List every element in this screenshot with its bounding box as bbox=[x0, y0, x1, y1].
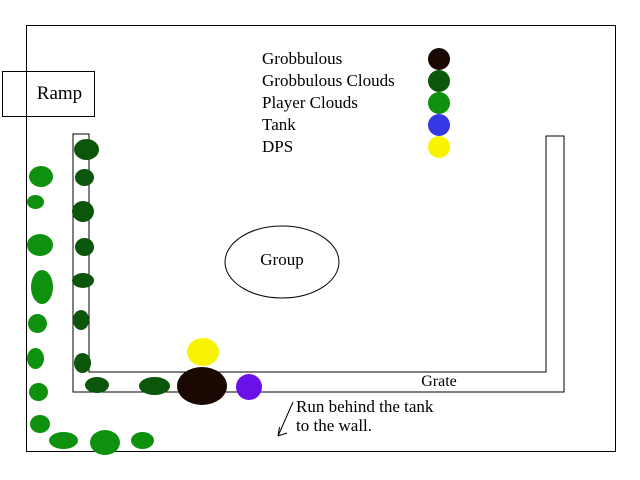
tank-marker bbox=[236, 374, 262, 400]
player-cloud-blob bbox=[27, 234, 53, 256]
grobbulous-cloud-blob bbox=[73, 353, 91, 373]
grobbulous-cloud-blob bbox=[74, 238, 94, 256]
player-cloud-blob bbox=[27, 313, 47, 333]
legend-label-dps: DPS bbox=[262, 137, 294, 156]
group-label: Group bbox=[260, 250, 304, 269]
grobbulous-cloud-blob bbox=[138, 377, 170, 395]
legend-row-grobbulous: Grobbulous bbox=[262, 48, 450, 70]
grobbulous-cloud-blob bbox=[74, 168, 94, 186]
tank-swatch-icon bbox=[428, 114, 450, 136]
grobbulous-cloud-blob bbox=[72, 200, 94, 222]
player-cloud-blob bbox=[26, 195, 44, 209]
player-cloud-blob bbox=[29, 165, 53, 187]
legend-row-player-clouds: Player Clouds bbox=[262, 92, 450, 114]
grobbulous-clouds-swatch-icon bbox=[428, 70, 450, 92]
legend-row-dps: DPS bbox=[262, 136, 450, 158]
ramp-box: Ramp bbox=[2, 71, 95, 117]
note-arrow bbox=[277, 401, 294, 437]
arena-border bbox=[26, 25, 616, 452]
player-cloud-blob bbox=[90, 429, 120, 455]
grobbulous-cloud-blob bbox=[73, 138, 99, 160]
player-clouds-swatch-icon bbox=[428, 92, 450, 114]
note-line-2: to the wall. bbox=[296, 416, 373, 435]
note-line-1: Run behind the tank bbox=[296, 397, 434, 416]
legend-row-tank: Tank bbox=[262, 114, 450, 136]
player-cloud-blob bbox=[30, 415, 50, 433]
legend: Grobbulous Grobbulous Clouds Player Clou… bbox=[262, 48, 450, 158]
note-text: Run behind the tank to the wall. bbox=[296, 397, 476, 435]
player-cloud-blob bbox=[130, 431, 154, 449]
grobbulous-cloud-blob bbox=[85, 377, 109, 393]
player-cloud-blob bbox=[48, 431, 78, 449]
legend-row-grobbulous-clouds: Grobbulous Clouds bbox=[262, 70, 450, 92]
legend-label-player-clouds: Player Clouds bbox=[262, 93, 358, 112]
player-cloud-blob bbox=[28, 383, 48, 401]
grobbulous-cloud-blob bbox=[72, 272, 94, 288]
player-cloud-blob bbox=[31, 270, 53, 304]
legend-label-grobbulous: Grobbulous bbox=[262, 49, 343, 68]
grobbulous-marker bbox=[177, 367, 227, 405]
player-cloud-blob bbox=[26, 347, 44, 369]
legend-label-tank: Tank bbox=[262, 115, 296, 134]
group-ellipse bbox=[224, 225, 340, 299]
legend-label-grobbulous-clouds: Grobbulous Clouds bbox=[262, 71, 395, 90]
grobbulous-cloud-blob bbox=[73, 310, 89, 330]
dps-marker bbox=[187, 338, 219, 366]
grate-label: Grate bbox=[421, 373, 457, 390]
grobbulous-swatch-icon bbox=[428, 48, 450, 70]
dps-swatch-icon bbox=[428, 136, 450, 158]
ramp-label: Ramp bbox=[36, 83, 83, 104]
